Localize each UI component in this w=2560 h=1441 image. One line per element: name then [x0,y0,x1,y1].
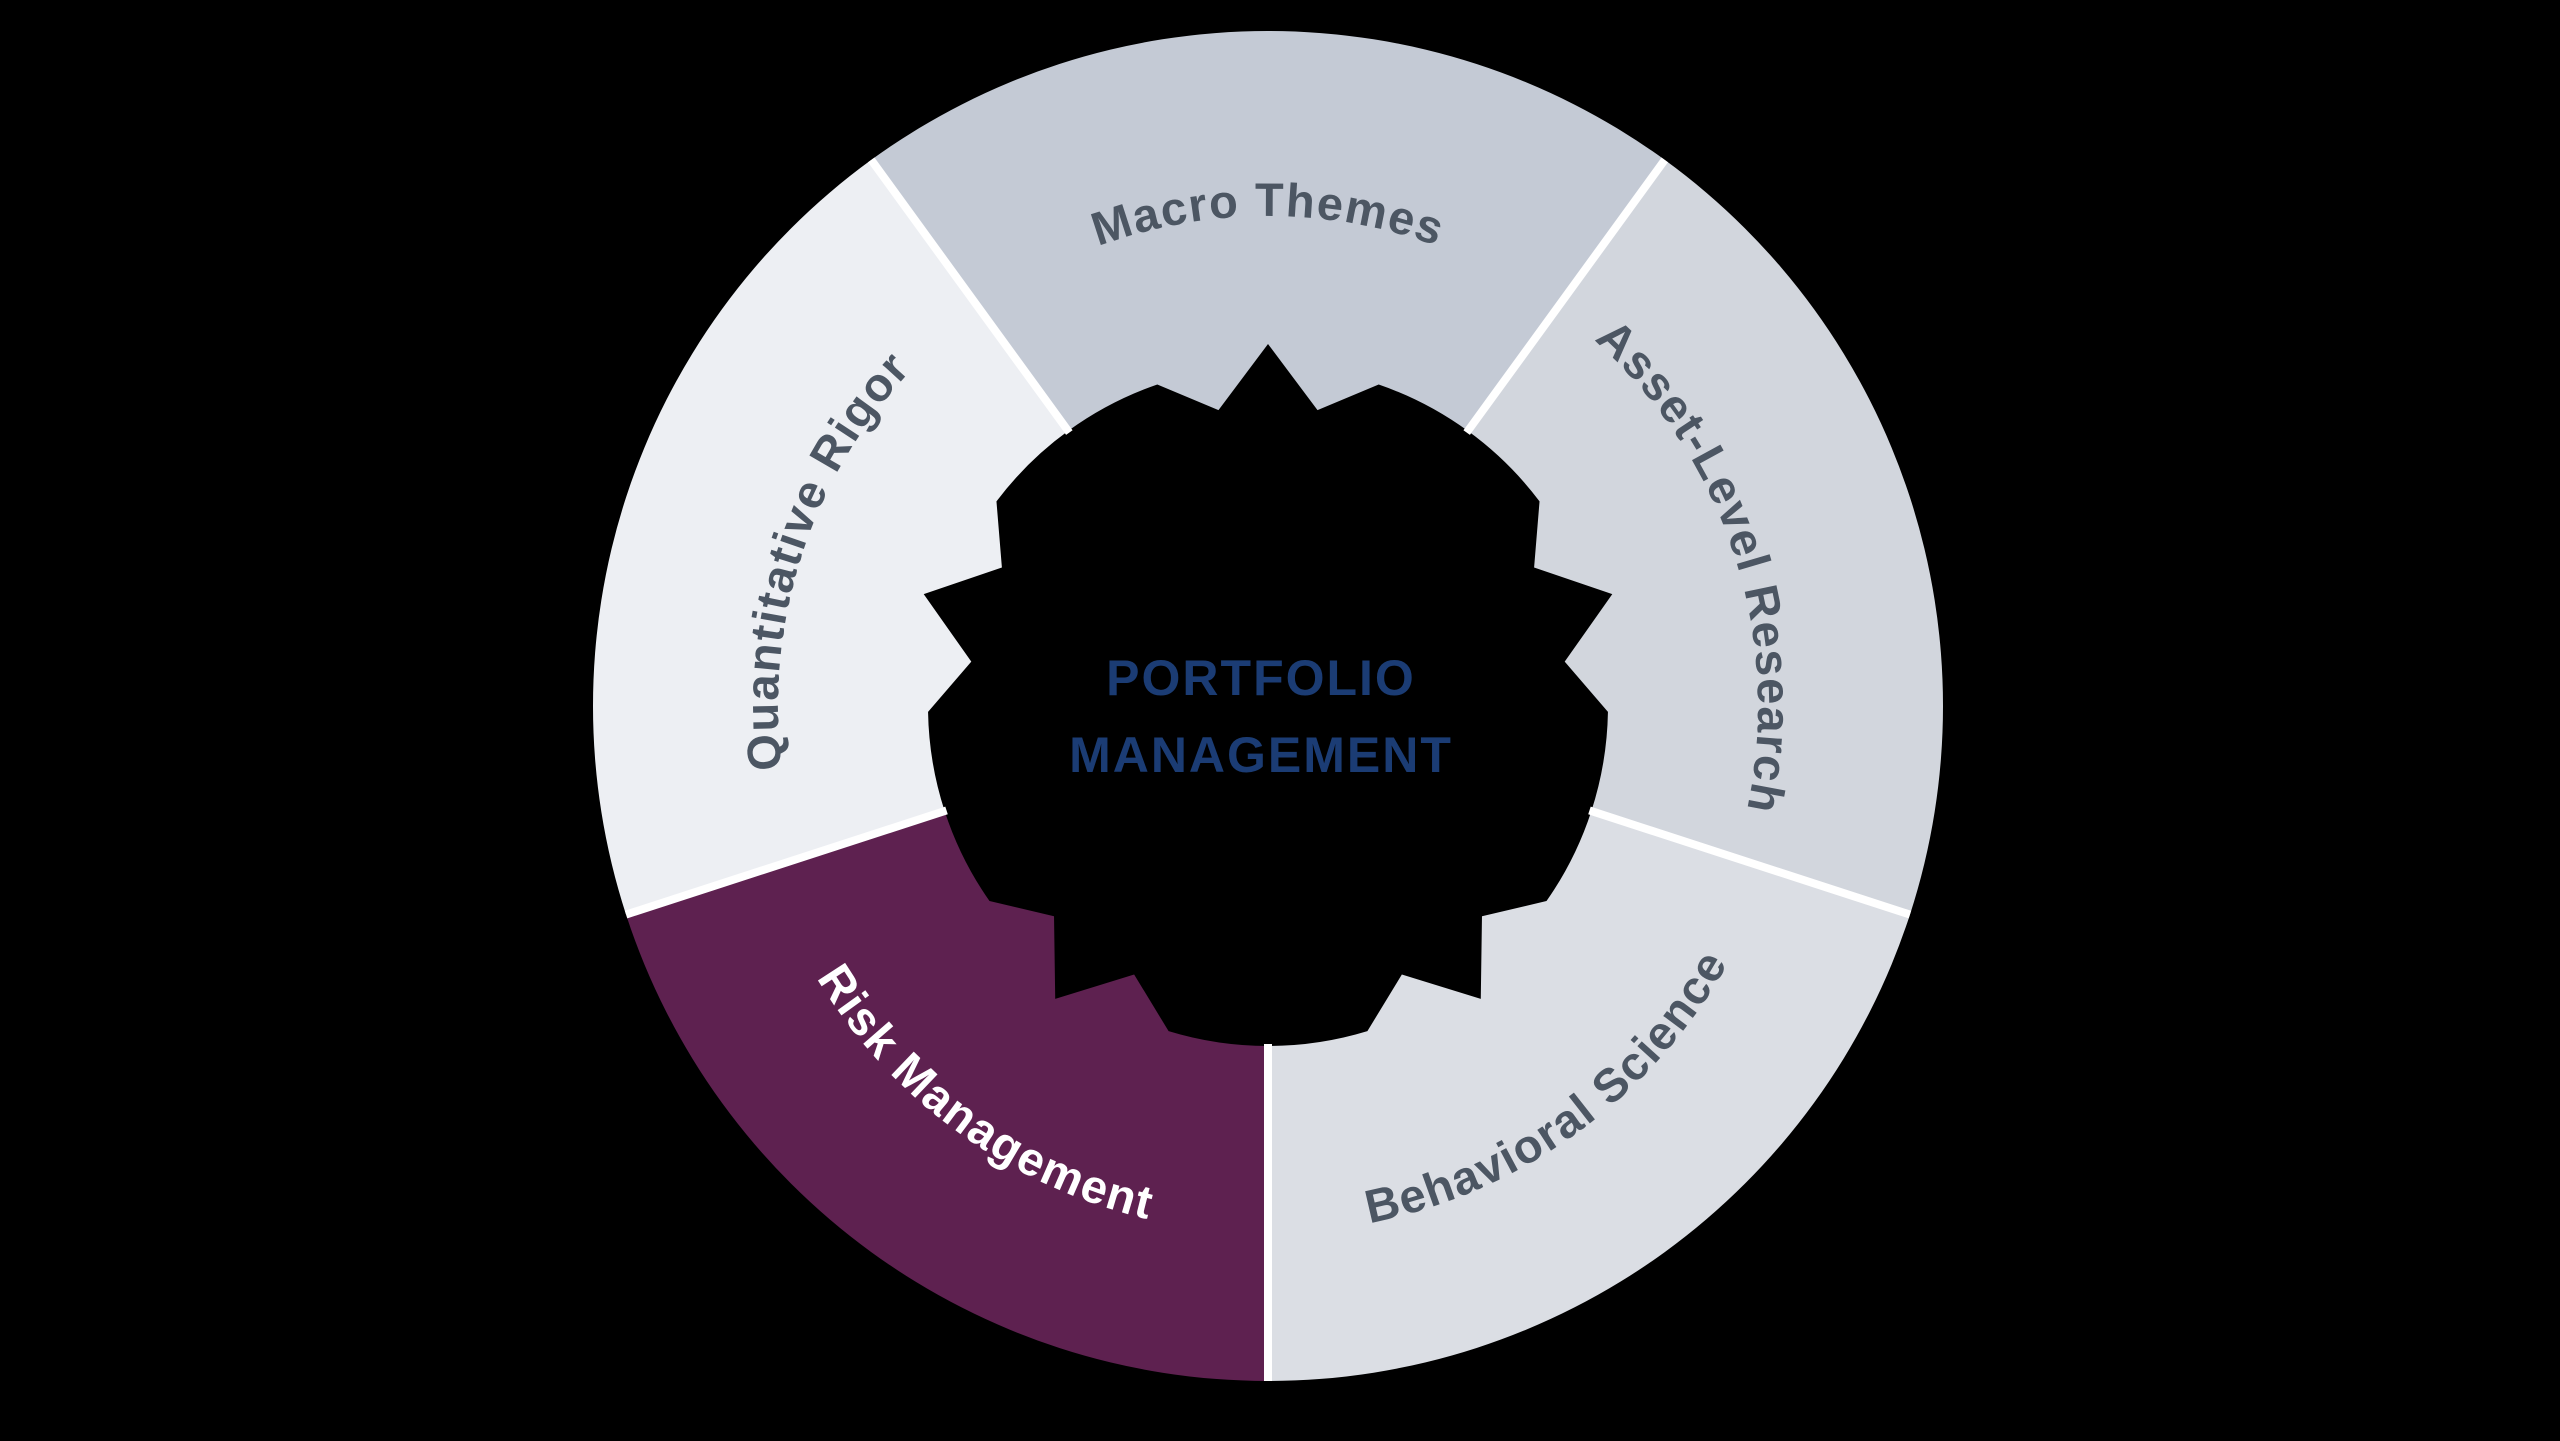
segment-macro-themes [871,30,1665,431]
segment-asset-level-research [1467,159,1944,915]
segment-divider [624,806,948,919]
segment-quantitative-rigor [592,159,1069,915]
segment-behavioral-science [1268,811,1910,1381]
center-title-line1: PORTFOLIO [1106,650,1416,706]
segment-divider [1463,157,1668,435]
segment-risk-management [626,811,1268,1381]
segment-divider [868,157,1073,435]
segment-divider [1588,806,1912,919]
center-title-line2: MANAGEMENT [1069,727,1453,783]
